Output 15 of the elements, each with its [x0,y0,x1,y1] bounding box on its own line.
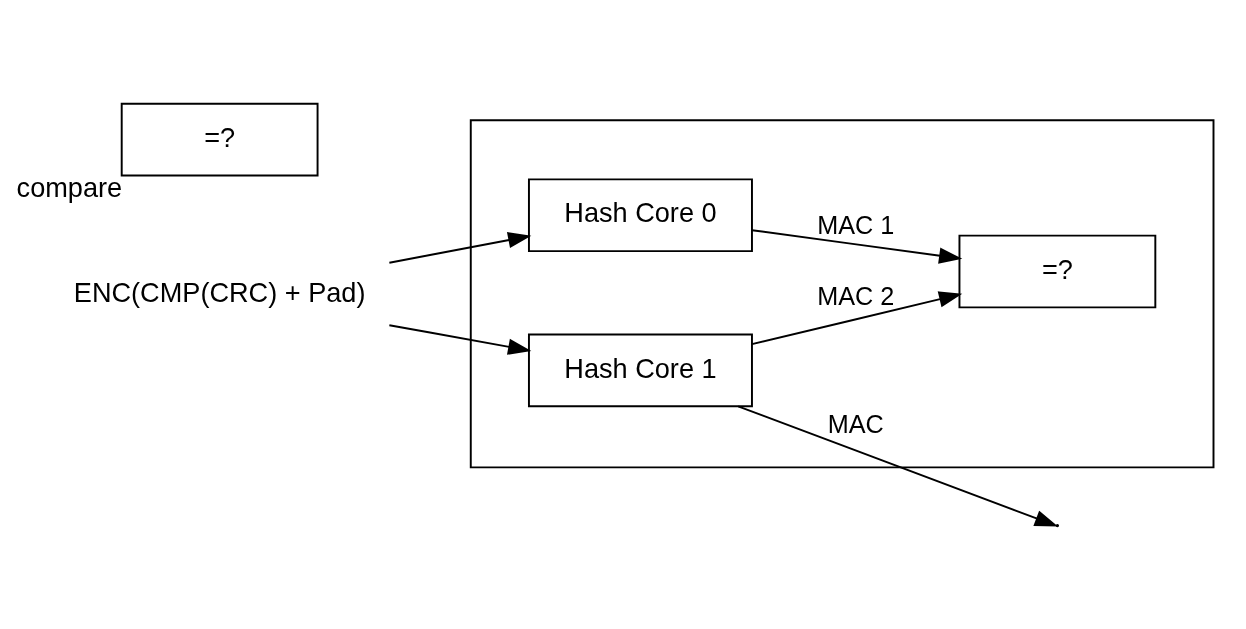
cluster [469,118,1215,468]
arrow [388,231,532,264]
arrow [751,290,963,345]
node-label: compare [16,171,123,203]
arrow [388,323,532,355]
node-box: Hash Core 1 [528,333,753,407]
arrow [751,228,963,264]
node-box: Hash Core 0 [528,177,753,252]
node-text: ENC(CMP(CRC) + Pad) [73,276,366,308]
arrow [737,404,1059,527]
node-box: =? [120,102,319,176]
edge-label: MAC 1 [817,209,895,238]
edge-label: MAC [827,409,884,438]
node-box: =? [958,234,1157,308]
edge-label: MAC 2 [817,281,895,310]
